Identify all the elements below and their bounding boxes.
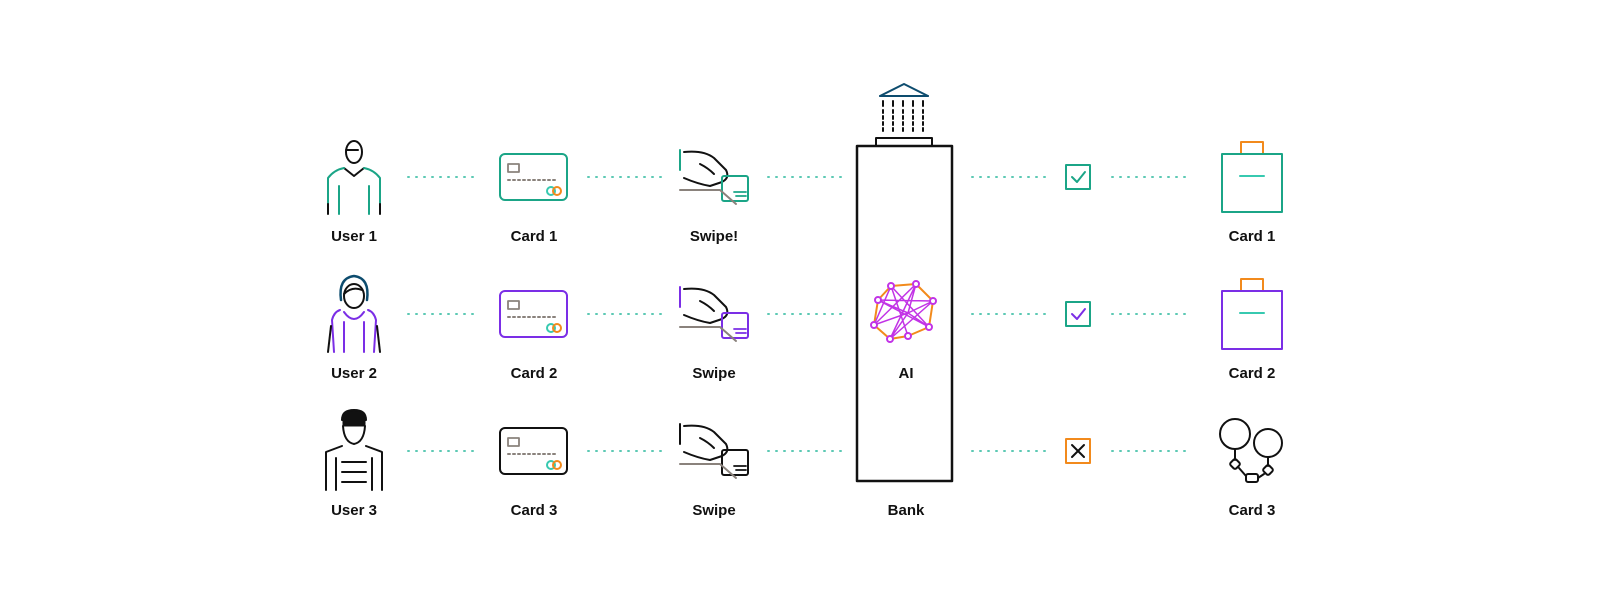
approved-check-icon-1 (1065, 164, 1091, 190)
declined-x-icon (1065, 438, 1091, 464)
user-label-1: User 1 (331, 228, 377, 245)
swipe-label-3: Swipe (692, 502, 736, 519)
bank-label: Bank (887, 502, 925, 519)
user-label-2: User 2 (331, 365, 377, 382)
card-swipe-icon-3 (679, 423, 749, 479)
result-label-2: Card 2 (1228, 365, 1276, 382)
connectors (407, 176, 1189, 452)
person-icon (327, 140, 381, 215)
shopping-bag-icon-1 (1221, 141, 1283, 213)
ai-label: AI (898, 365, 914, 382)
user-label-3: User 3 (331, 502, 377, 519)
credit-card-icon-3 (499, 427, 568, 475)
card-label-1: Card 1 (510, 228, 558, 245)
card-label-2: Card 2 (510, 365, 558, 382)
approved-check-icon-2 (1065, 301, 1091, 327)
card-label-3: Card 3 (510, 502, 558, 519)
result-label-3: Card 3 (1228, 502, 1276, 519)
shopping-bag-icon-2 (1221, 278, 1283, 350)
bank-tower (855, 144, 954, 483)
neural-network-icon (870, 280, 937, 343)
thief-icon (325, 409, 383, 491)
credit-card-icon-1 (499, 153, 568, 201)
swipe-label-2: Swipe (692, 365, 736, 382)
card-swipe-icon-1 (679, 149, 749, 205)
woman-icon (327, 274, 381, 353)
credit-card-icon-2 (499, 290, 568, 338)
handcuffs-icon (1219, 418, 1283, 483)
card-swipe-icon-2 (679, 286, 749, 342)
result-label-1: Card 1 (1228, 228, 1276, 245)
bank-building-icon (875, 83, 933, 147)
swipe-label-1: Swipe! (689, 228, 739, 245)
